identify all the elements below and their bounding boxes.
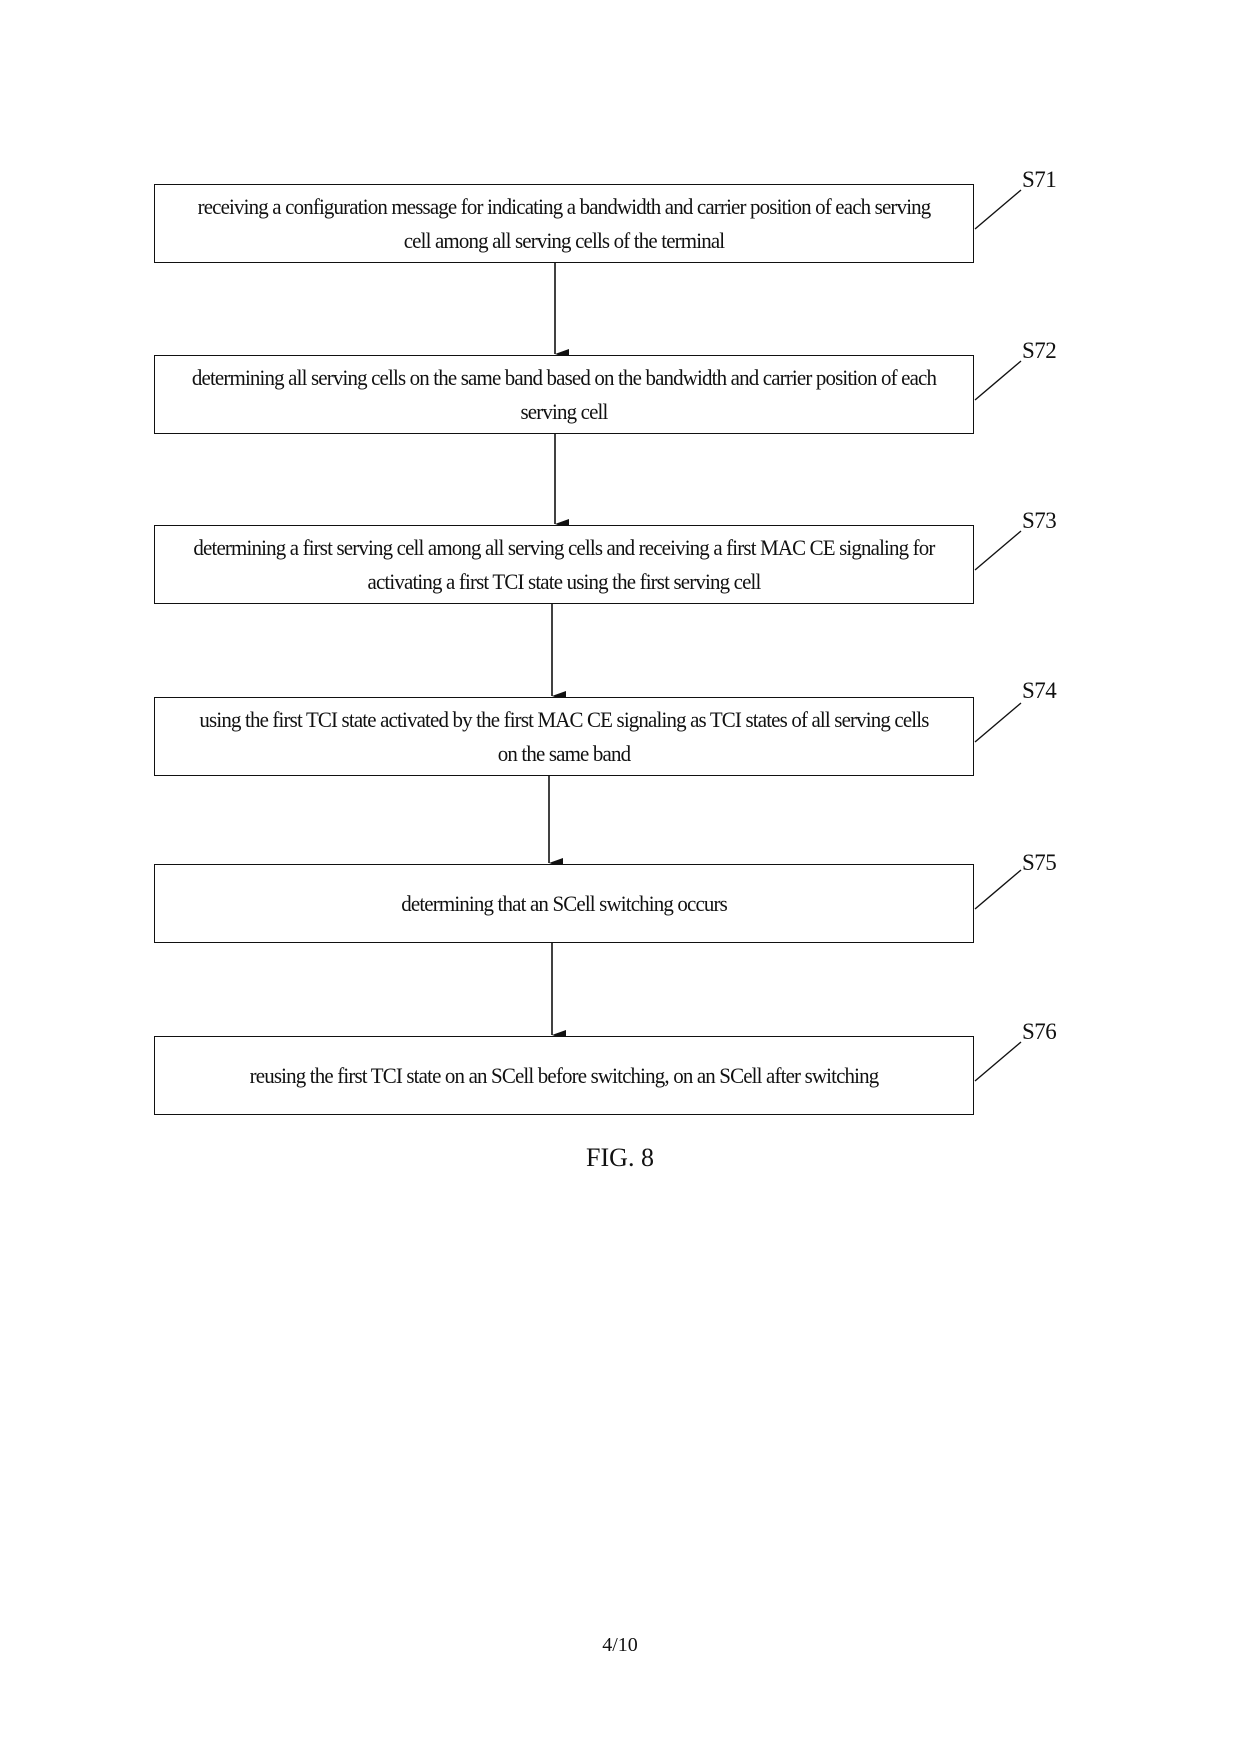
step-leader-line (974, 189, 1022, 230)
figure-caption: FIG. 8 (586, 1143, 654, 1172)
step-label-s72: S72 (1022, 338, 1057, 363)
step-text-s71: receiving a configuration message for in… (197, 193, 932, 253)
step-label-s75: S75 (1022, 850, 1057, 875)
page-number: 4/10 (602, 1634, 638, 1656)
step-box-s76: reusing the first TCI state on an SCell … (154, 1036, 974, 1115)
step-label-s73: S73 (1022, 508, 1057, 533)
step-text-s74: using the first TCI state activated by t… (199, 706, 929, 766)
step-box-s73: determining a first serving cell among a… (154, 525, 974, 604)
step-box-s72: determining all serving cells on the sam… (154, 355, 974, 434)
step-text-s73: determining a first serving cell among a… (193, 534, 935, 594)
step-leader-line (974, 702, 1022, 743)
step-text-s72: determining all serving cells on the sam… (191, 364, 937, 424)
step-leader-line (974, 869, 1022, 910)
step-text-s75: determining that an SCell switching occu… (401, 890, 728, 916)
step-leader-line (974, 1041, 1022, 1082)
step-box-s75: determining that an SCell switching occu… (154, 864, 974, 943)
step-leader-line (974, 360, 1022, 401)
step-label-s71: S71 (1022, 167, 1057, 192)
step-text-s76: reusing the first TCI state on an SCell … (249, 1062, 880, 1088)
step-leader-line (974, 530, 1022, 571)
step-label-s74: S74 (1022, 678, 1057, 703)
step-box-s71: receiving a configuration message for in… (154, 184, 974, 263)
step-box-s74: using the first TCI state activated by t… (154, 697, 974, 776)
step-label-s76: S76 (1022, 1019, 1057, 1044)
